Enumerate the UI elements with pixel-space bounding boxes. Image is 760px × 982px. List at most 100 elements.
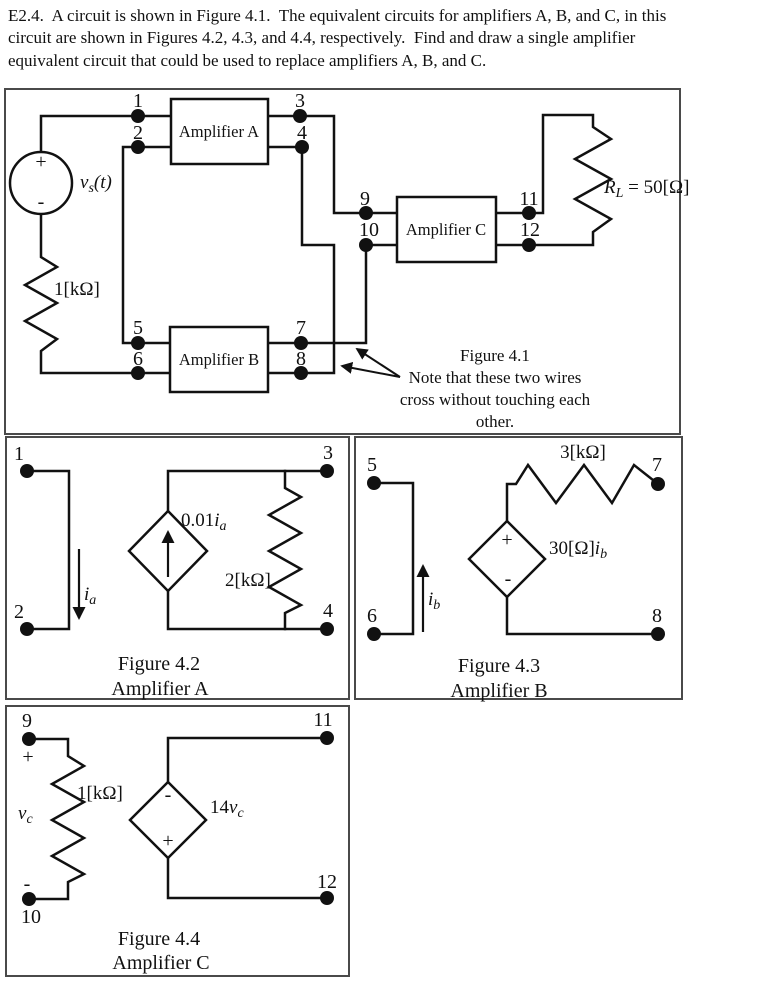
figure-4-3-caption: Figure 4.3 bbox=[458, 655, 540, 677]
figure-4-2-border bbox=[5, 436, 350, 700]
terminal-label-10: 10 bbox=[359, 219, 379, 241]
amplifier-a-label: Amplifier A bbox=[179, 122, 259, 141]
problem-line-1: E2.4. A circuit is shown in Figure 4.1. … bbox=[8, 6, 667, 25]
resistor-1k-label: 1[kΩ] bbox=[77, 783, 123, 804]
terminal-dot-9 bbox=[22, 732, 36, 746]
terminal-dot-9 bbox=[359, 206, 373, 220]
terminal-label-1: 1 bbox=[14, 443, 24, 465]
resistor-2k-zigzag bbox=[266, 469, 304, 631]
wire-source-resistor-to-terminal-6 bbox=[22, 213, 172, 375]
current-label-ib: ib bbox=[428, 589, 440, 613]
figure-4-4-caption: Figure 4.4 bbox=[118, 928, 200, 950]
wire-terminal-2-to-5 bbox=[121, 145, 173, 345]
voltage-source-circle bbox=[8, 150, 74, 216]
current-label-ia: ia bbox=[84, 584, 96, 608]
terminal-label-12: 12 bbox=[317, 871, 337, 893]
diamond-plus-sign: + bbox=[501, 529, 512, 551]
bottom-rail-c bbox=[166, 856, 329, 900]
terminal-label-8: 8 bbox=[296, 348, 306, 370]
wire-terminal-7-to-10 bbox=[266, 243, 399, 345]
terminal-dot-10 bbox=[359, 238, 373, 252]
voltage-label-vc: vc bbox=[18, 803, 33, 827]
terminal-dot-2 bbox=[20, 622, 34, 636]
source-minus-sign: - bbox=[38, 191, 45, 213]
terminal-label-3: 3 bbox=[295, 90, 305, 112]
figure-4-4-border bbox=[5, 705, 350, 977]
dependent-source-label-b: 30[Ω]ib bbox=[549, 538, 607, 562]
wire-source-to-terminal-1 bbox=[39, 114, 173, 154]
terminal-label-8: 8 bbox=[652, 605, 662, 627]
terminal-label-4: 4 bbox=[323, 600, 333, 622]
terminal-dot-8 bbox=[651, 627, 665, 641]
note-line-3: cross without touching each bbox=[400, 390, 591, 409]
note-line-2: Note that these two wires bbox=[409, 368, 582, 387]
terminal-label-5: 5 bbox=[133, 317, 143, 339]
terminal-label-2: 2 bbox=[14, 601, 24, 623]
figure-4-2-caption: Figure 4.2 bbox=[118, 653, 200, 675]
source-plus-sign: + bbox=[35, 151, 46, 173]
terminal-label-11: 11 bbox=[313, 709, 332, 731]
terminal-dot-12 bbox=[522, 238, 536, 252]
problem-line-3: equivalent circuit that could be used to… bbox=[8, 50, 487, 70]
resistor-3k-label: 3[kΩ] bbox=[560, 442, 606, 463]
terminal-dot-11 bbox=[320, 731, 334, 745]
source-voltage-label: vs(t) bbox=[80, 172, 112, 196]
note-arrow-upper bbox=[355, 348, 401, 378]
wire-load-loop-with-resistor bbox=[494, 113, 614, 247]
source-resistor-label: 1[kΩ] bbox=[54, 279, 100, 300]
figure-4-1-border bbox=[4, 88, 681, 435]
dependent-source-label-a: 0.01ia bbox=[181, 510, 227, 534]
terminal-label-5: 5 bbox=[367, 454, 377, 476]
terminal-label-6: 6 bbox=[367, 605, 377, 627]
terminal-label-3: 3 bbox=[323, 442, 333, 464]
note-line-1: Figure 4.1 bbox=[460, 346, 530, 365]
amplifier-b-box bbox=[168, 325, 270, 394]
resistor-3k-zigzag bbox=[505, 462, 660, 523]
input-port-wire-a bbox=[25, 469, 71, 631]
terminal-dot-11 bbox=[522, 206, 536, 220]
problem-statement: E2.4. A circuit is shown in Figure 4.1. … bbox=[8, 5, 666, 72]
diamond-minus-sign-c: - bbox=[165, 784, 172, 806]
figure-4-2: ia 0.01ia 2[kΩ] 1 2 3 4 Figure 4.2 Ampli… bbox=[5, 436, 350, 700]
terminal-label-9: 9 bbox=[22, 710, 32, 732]
terminal-dot-7 bbox=[294, 336, 308, 350]
amplifier-b-label: Amplifier B bbox=[179, 350, 259, 369]
terminal-dot-5 bbox=[131, 336, 145, 350]
figure-4-3-border bbox=[354, 436, 683, 700]
port-plus-sign: + bbox=[22, 746, 33, 768]
top-rail-c bbox=[166, 736, 329, 784]
terminal-label-10: 10 bbox=[21, 906, 41, 928]
diamond-plus-sign-c: + bbox=[162, 830, 173, 852]
input-port-wire-b bbox=[372, 481, 415, 636]
terminal-label-11: 11 bbox=[519, 188, 538, 210]
terminal-label-9: 9 bbox=[360, 188, 370, 210]
dependent-voltage-source-diamond bbox=[467, 519, 547, 599]
figure-4-2-subcaption: Amplifier A bbox=[111, 678, 209, 700]
terminal-label-1: 1 bbox=[133, 90, 143, 112]
figure-4-3: ib + - 30[Ω]ib 3[kΩ] 5 6 7 8 Figure 4.3 … bbox=[354, 436, 683, 702]
bottom-rail-b bbox=[505, 595, 660, 636]
problem-line-2: circuit are shown in Figures 4.2, 4.3, a… bbox=[8, 28, 636, 48]
terminal-dot-8 bbox=[294, 366, 308, 380]
resistor-1k-input-branch bbox=[27, 737, 87, 901]
figure-4-1: + - vs(t) Amplifier A Amplifier B Amplif… bbox=[4, 88, 689, 435]
terminal-dot-12 bbox=[320, 891, 334, 905]
note-arrow-lower bbox=[340, 362, 401, 378]
terminal-dot-4 bbox=[295, 140, 309, 154]
amplifier-c-box bbox=[395, 195, 498, 264]
note-line-4: other. bbox=[476, 412, 514, 431]
terminal-label-7: 7 bbox=[296, 317, 306, 339]
amplifier-c-label: Amplifier C bbox=[406, 220, 486, 239]
top-rail-a bbox=[166, 469, 329, 513]
terminal-dot-5 bbox=[367, 476, 381, 490]
terminal-label-4: 4 bbox=[297, 122, 307, 144]
terminal-dot-6 bbox=[131, 366, 145, 380]
load-resistor-label: RL = 50[Ω] bbox=[603, 177, 689, 201]
dependent-voltage-source-diamond-c bbox=[128, 780, 208, 860]
terminal-dot-4 bbox=[320, 622, 334, 636]
terminal-dot-1 bbox=[131, 109, 145, 123]
figure-4-3-subcaption: Amplifier B bbox=[450, 680, 547, 702]
resistor-2k-label: 2[kΩ] bbox=[225, 570, 271, 591]
